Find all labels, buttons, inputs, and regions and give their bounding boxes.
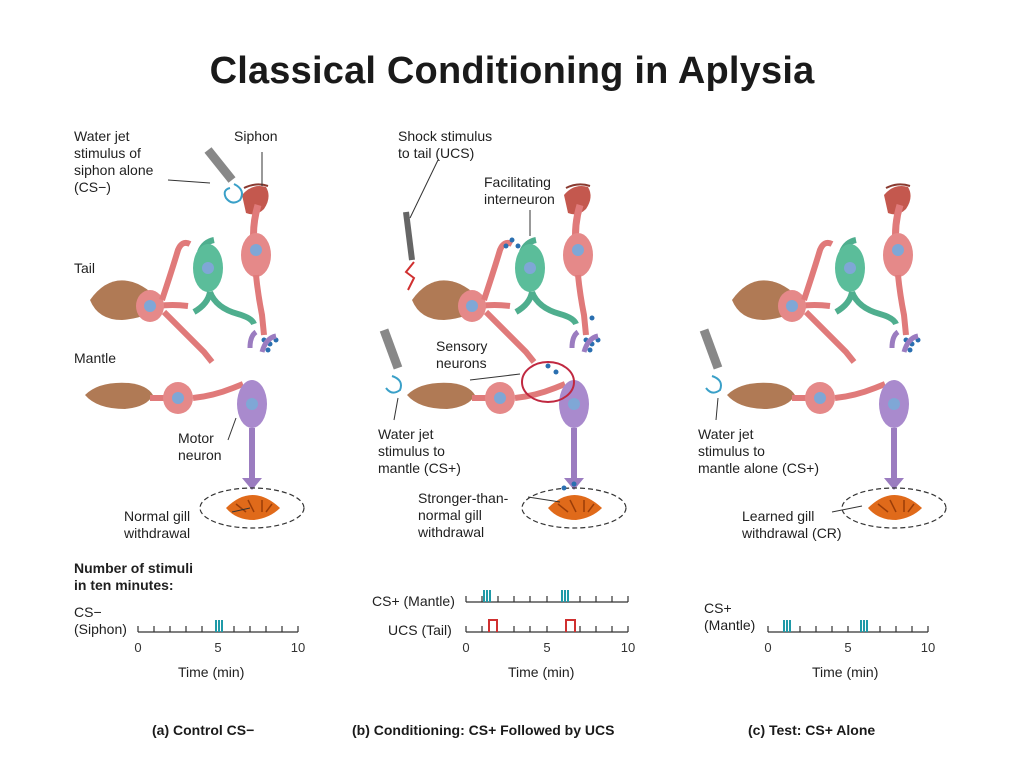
label-mantle: Mantle: [74, 350, 117, 366]
label-tail: Tail: [74, 260, 96, 276]
timeline-b: [465, 590, 629, 633]
axis-label-c: Time (min): [812, 664, 879, 680]
axis-label-b: Time (min): [508, 664, 575, 680]
tick-label: 10: [921, 640, 935, 655]
tick-label: 5: [543, 640, 550, 655]
caption-b: (b) Conditioning: CS+ Followed by UCS: [352, 722, 615, 738]
panel-b-circuit: [379, 184, 626, 528]
caption-c: (c) Test: CS+ Alone: [748, 722, 876, 738]
tick-label: 5: [844, 640, 851, 655]
tick-label: 10: [621, 640, 635, 655]
row-label-ucs-tail: UCS (Tail): [388, 622, 452, 638]
panel-a-circuit: [85, 147, 304, 528]
tick-label: 10: [291, 640, 305, 655]
tick-label: 0: [134, 640, 141, 655]
timeline-c: [767, 620, 929, 633]
tick-label: 0: [764, 640, 771, 655]
label-siphon: Siphon: [234, 128, 278, 144]
slide-title: Classical Conditioning in Aplysia: [209, 50, 815, 92]
tick-label: 5: [214, 640, 221, 655]
caption-a: (a) Control CS−: [152, 722, 255, 738]
row-label-cs-minus: CS−(Siphon): [74, 604, 127, 637]
tick-label: 0: [462, 640, 469, 655]
axis-label-a: Time (min): [178, 664, 245, 680]
panel-c-circuit: [699, 184, 946, 528]
timeline-a: [137, 620, 299, 633]
row-label-cs-plus-mantle: CS+ (Mantle): [372, 593, 455, 609]
row-label-cs-plus: CS+(Mantle): [704, 600, 756, 633]
